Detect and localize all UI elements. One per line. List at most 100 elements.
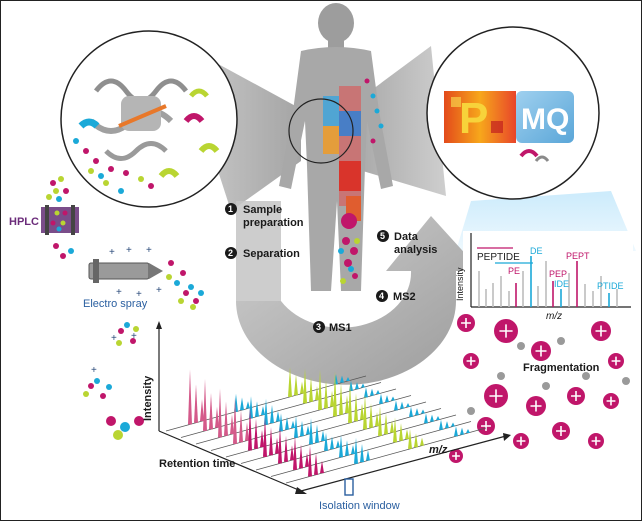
ms1-peak: [321, 430, 325, 441]
charge-plus-signs: +++ +++ +++: [91, 245, 162, 376]
ms1-peak: [351, 445, 355, 454]
ms1-peak: [290, 445, 294, 461]
ms1-mz-axis: [300, 435, 507, 492]
fragment-ion-plus: [571, 391, 581, 401]
fragment-ion-plus: [530, 400, 542, 412]
ms1-peak: [400, 401, 404, 409]
ms1-peak: [406, 402, 410, 407]
hplc-column: [41, 205, 79, 235]
step-2: 2 Separation: [225, 247, 300, 260]
ms1-peak: [305, 453, 309, 467]
maxquant-logo: MQ: [516, 91, 574, 143]
ms1-peak: [320, 460, 324, 474]
ms1-3d-spectra: Intensity Retention time m/z Isolation w…: [142, 321, 511, 512]
svg-text:+: +: [109, 247, 115, 258]
svg-text:4: 4: [379, 291, 384, 301]
hplc-droplets: [46, 176, 74, 259]
ms1-peak: [451, 422, 455, 427]
retention-time-label: Retention time: [159, 458, 235, 470]
ion-cluster-2: [116, 322, 139, 346]
ms1-peak: [194, 384, 198, 423]
ms1-peak: [339, 435, 343, 458]
ms1-peak: [355, 382, 359, 390]
fragment-label-pept: PEPT: [566, 251, 590, 261]
ms1-baseline: [225, 401, 427, 458]
ms1-peak: [291, 420, 295, 428]
ms1-baseline: [285, 427, 487, 484]
ms1-peak: [269, 427, 273, 456]
hplc-label: HPLC: [9, 216, 39, 228]
step-4: 4 MS2: [376, 290, 416, 303]
fragment-ion-plus: [466, 356, 476, 366]
ms1-peak: [394, 400, 398, 411]
ms1-peak: [415, 408, 419, 416]
ms1-peak: [363, 394, 367, 430]
ms1-peak: [315, 424, 319, 443]
step-1-label-line1: Sample: [243, 204, 282, 216]
ms1-peak: [375, 412, 379, 427]
ms1-peak: [405, 429, 409, 440]
step-1-label-line2: preparation: [243, 217, 304, 229]
svg-text:+: +: [156, 285, 162, 296]
svg-text:+: +: [126, 245, 132, 256]
ms1-intensity-label: Intensity: [142, 375, 154, 421]
ms1-peak: [248, 407, 252, 451]
svg-text:+: +: [131, 331, 137, 342]
step-3: 3 MS1: [313, 321, 352, 334]
ms1-peak: [309, 377, 313, 402]
step-5: 5 Data analysis: [377, 230, 437, 256]
ms1-peak: [254, 418, 258, 449]
ms1-peak: [361, 383, 365, 388]
body-zoom-ring: [288, 98, 354, 164]
ms1-peak: [390, 420, 394, 433]
fragment-ion-plus: [481, 421, 491, 431]
ms1-peak: [430, 414, 434, 422]
ms1-peak: [346, 376, 350, 381]
ms1-peak: [263, 416, 267, 457]
neutral-fragment: [517, 342, 525, 350]
svg-text:+: +: [111, 333, 117, 344]
step-1: 1 Sample preparation: [225, 203, 304, 229]
ms1-peak: [318, 369, 322, 410]
ms1-peak: [360, 443, 364, 463]
ms1-peak: [454, 426, 458, 437]
ms1-peak: [336, 440, 340, 448]
fragment-ion-plus: [611, 356, 621, 366]
ms1-peak: [408, 428, 412, 449]
neutral-fragment: [467, 407, 475, 415]
ms1-peak: [364, 387, 368, 398]
fragment-ion-plus: [535, 345, 547, 357]
ms1-peak: [414, 433, 418, 448]
ms1-peak: [293, 435, 297, 470]
ms1-peak: [294, 415, 298, 438]
svg-text:1: 1: [228, 204, 233, 214]
ms1-peak: [203, 378, 207, 431]
fragmentation-label: Fragmentation: [523, 362, 600, 374]
ms1-peak: [276, 411, 280, 422]
ms1-peak: [436, 415, 440, 420]
fragment-ion-plus: [595, 325, 607, 337]
proteome-discoverer-logo: P: [444, 91, 516, 143]
ms1-peak: [299, 444, 303, 469]
ms1-peak: [348, 382, 352, 423]
svg-text:+: +: [116, 287, 122, 298]
ms1-peak: [300, 381, 304, 394]
ms1-peak: [369, 403, 373, 428]
svg-text:+: +: [136, 289, 142, 300]
svg-text:+: +: [146, 245, 152, 256]
ms1-peak: [260, 429, 264, 448]
ms1-peak: [420, 437, 424, 446]
ms1-mz-label: m/z: [429, 444, 448, 456]
neutral-fragment: [542, 382, 550, 390]
fragment-ion-plus: [461, 318, 471, 328]
ms1-peak: [330, 436, 334, 450]
fragment-ion-plus: [452, 452, 460, 460]
ms1-peak: [224, 401, 228, 436]
mq-logo-letters: MQ: [521, 103, 569, 136]
ms1-peaks: [188, 366, 470, 477]
ms1-peak: [285, 417, 289, 430]
ms1-peak: [200, 399, 204, 422]
ms1-peak: [309, 418, 313, 445]
ion-cluster-3: [83, 378, 112, 399]
